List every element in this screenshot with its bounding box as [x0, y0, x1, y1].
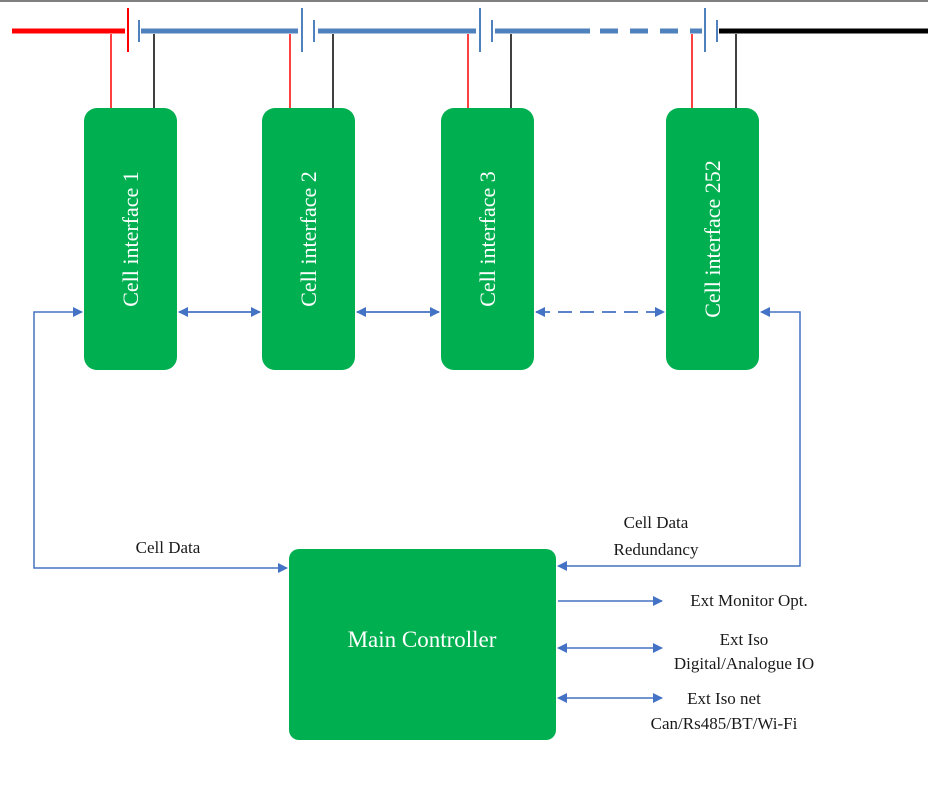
cell-interface-label: Cell interface 2	[296, 171, 321, 307]
cell-interface-252: Cell interface 252	[666, 108, 759, 370]
cell-interface-label: Cell interface 252	[700, 160, 725, 318]
cell-symbol	[301, 8, 315, 52]
redundancy-label-line1: Cell Data	[624, 513, 689, 532]
cell-interface-1: Cell interface 1	[84, 108, 177, 370]
ext-net-label-line2: Can/Rs485/BT/Wi-Fi	[651, 714, 798, 733]
ext-io-label-line2: Digital/Analogue IO	[674, 654, 814, 673]
redundancy-link	[557, 307, 801, 571]
cell-interface-2: Cell interface 2	[262, 108, 355, 370]
cell-interface-label: Cell interface 1	[118, 171, 143, 307]
ext-net-label-line1: Ext Iso net	[687, 689, 761, 708]
main-controller: Main Controller	[289, 549, 556, 740]
cell-interface-label: Cell interface 3	[475, 171, 500, 307]
ext-io-label-line1: Ext Iso	[720, 630, 769, 649]
cell-data-link	[33, 307, 288, 573]
cell-symbol	[704, 8, 718, 52]
cell-interface-3: Cell interface 3	[441, 108, 534, 370]
cell-symbol	[479, 8, 493, 52]
ext-monitor-label: Ext Monitor Opt.	[690, 591, 808, 610]
redundancy-label-line2: Redundancy	[614, 540, 699, 559]
battery-string	[12, 8, 928, 108]
main-controller-label: Main Controller	[348, 627, 497, 652]
cell-symbol	[127, 8, 140, 52]
cell-data-label: Cell Data	[136, 538, 201, 557]
